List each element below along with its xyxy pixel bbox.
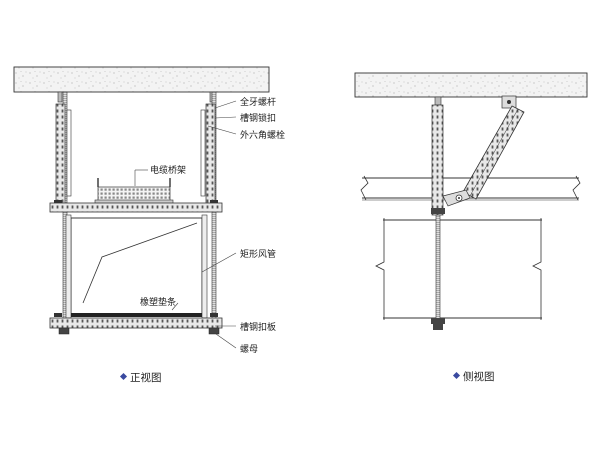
front-view-caption: 正视图 bbox=[130, 371, 162, 384]
front-cable-tray bbox=[94, 178, 174, 205]
side-threaded-rod bbox=[435, 214, 441, 324]
front-rectangular-duct bbox=[65, 214, 208, 319]
side-cable-tray-band bbox=[360, 175, 581, 201]
label-rect-duct: 矩形风管 bbox=[240, 248, 276, 260]
diamond-bullet-icon bbox=[452, 371, 461, 380]
label-channel-clip: 槽钢扣板 bbox=[240, 321, 276, 333]
front-rubber-pad bbox=[71, 313, 202, 317]
side-duct-band bbox=[375, 218, 542, 320]
label-channel-lock: 槽钢锁扣 bbox=[240, 112, 276, 124]
label-threaded-rod: 全牙螺杆 bbox=[240, 96, 276, 108]
side-view: 侧视图 bbox=[354, 72, 588, 383]
side-view-caption: 侧视图 bbox=[463, 370, 495, 383]
front-ceiling-slab bbox=[13, 66, 270, 93]
front-leader-lines bbox=[134, 100, 237, 349]
label-hex-bolt: 外六角螺栓 bbox=[240, 129, 285, 141]
front-lower-cross-channel bbox=[49, 317, 223, 329]
side-hanger bbox=[431, 96, 445, 330]
side-diagonal-brace bbox=[442, 95, 525, 207]
label-rubber-pad: 橡塑垫条 bbox=[140, 296, 176, 308]
front-right-vertical-channel bbox=[205, 103, 216, 205]
label-cable-tray: 电缆桥架 bbox=[150, 164, 186, 176]
front-view: 全牙螺杆 槽钢锁扣 外六角螺栓 电缆桥架 矩形风管 橡塑垫条 槽钢扣板 螺母 正… bbox=[13, 66, 285, 384]
front-left-nut bbox=[58, 327, 70, 335]
front-right-nut bbox=[208, 327, 220, 335]
side-bottom-nut bbox=[433, 324, 443, 330]
side-ceiling-slab bbox=[354, 72, 588, 98]
diamond-bullet-icon bbox=[119, 372, 128, 381]
front-upper-cross-channel bbox=[49, 202, 223, 213]
side-vertical-channel bbox=[431, 104, 444, 216]
front-left-vertical-channel bbox=[55, 103, 66, 205]
label-nut: 螺母 bbox=[240, 344, 258, 355]
